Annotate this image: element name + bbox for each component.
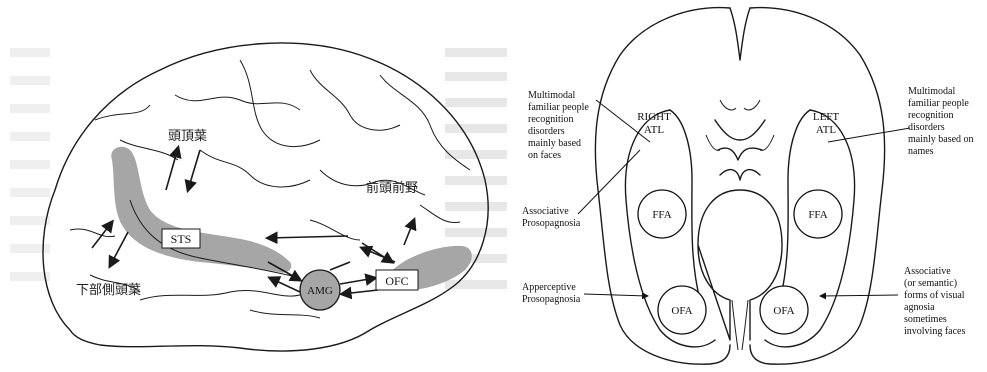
arrow-ofc-back	[362, 248, 395, 262]
svg-text:Multimodal: Multimodal	[908, 86, 955, 97]
svg-text:mainly based on: mainly based on	[908, 134, 974, 145]
annotation-top-right: Multimodal familiar people recognition d…	[908, 86, 974, 157]
annotation-mid-left: Associative Prosopagnosia	[522, 206, 581, 229]
brain-outline	[43, 43, 488, 351]
svg-text:Prosopagnosia: Prosopagnosia	[522, 294, 581, 305]
right-atl-line1: RIGHT	[637, 111, 671, 123]
svg-text:mainly based: mainly based	[528, 138, 581, 149]
midline	[730, 8, 750, 60]
amg-label: AMG	[307, 285, 333, 297]
ofa-right-label: OFA	[671, 305, 692, 317]
ofc-label: OFC	[385, 274, 408, 288]
lateral-brain-diagram: AMG OFC STS 頭頂葉 前頭前野 下部側頭葉	[0, 0, 510, 372]
svg-text:Multimodal: Multimodal	[528, 90, 575, 101]
pointer-mid-left	[578, 150, 640, 214]
svg-text:disorders: disorders	[908, 122, 945, 133]
arrow-from-inferior-temporal	[110, 232, 128, 266]
svg-text:(or semantic): (or semantic)	[904, 278, 957, 289]
svg-text:familiar people: familiar people	[528, 102, 589, 113]
arrow-to-inferior-temporal	[92, 222, 112, 248]
pointer-lines	[578, 100, 910, 296]
svg-text:familiar people: familiar people	[908, 98, 969, 109]
prefrontal-label: 前頭前野	[366, 180, 418, 196]
parietal-label: 頭頂葉	[168, 129, 207, 144]
ventral-brain-diagram: FFA FFA OFA OFA RIGHT ATL LEFT ATL Multi…	[510, 0, 987, 372]
lateral-brain-svg: AMG OFC STS 頭頂葉 前頭前野 下部側頭葉	[0, 0, 510, 372]
sts-region	[111, 147, 291, 273]
svg-text:Prosopagnosia: Prosopagnosia	[522, 218, 581, 229]
sts-label: STS	[171, 232, 192, 246]
right-atl-line2: ATL	[644, 124, 664, 136]
ffa-left-label: FFA	[808, 209, 827, 221]
pointer-bottom-right	[820, 295, 898, 296]
ventral-brain-svg: FFA FFA OFA OFA RIGHT ATL LEFT ATL Multi…	[510, 0, 987, 372]
svg-text:Associative: Associative	[904, 266, 951, 277]
svg-text:disorders: disorders	[528, 126, 565, 137]
optic-chiasm	[715, 120, 765, 180]
annotation-top-left: Multimodal familiar people recognition d…	[528, 90, 589, 161]
pointer-bottom-left	[584, 294, 648, 296]
svg-text:agnosia: agnosia	[904, 302, 935, 313]
svg-text:names: names	[908, 146, 934, 157]
svg-text:Apperceptive: Apperceptive	[522, 282, 576, 293]
svg-text:on faces: on faces	[528, 150, 561, 161]
left-atl-line2: ATL	[816, 124, 836, 136]
left-atl-line1: LEFT	[813, 111, 840, 123]
lower-midline	[732, 300, 748, 350]
ffa-right-label: FFA	[652, 209, 671, 221]
central-contours	[706, 100, 774, 150]
svg-text:Associative: Associative	[522, 206, 569, 217]
svg-text:sometimes: sometimes	[904, 314, 947, 325]
svg-text:recognition: recognition	[908, 110, 954, 121]
arrow-from-parietal	[188, 150, 200, 190]
arrow-amg-to-sts	[270, 278, 300, 292]
svg-text:forms of visual: forms of visual	[904, 290, 965, 301]
arrow-amg-to-ofc	[340, 278, 375, 284]
ofa-left-label: OFA	[773, 305, 794, 317]
arrow-tick	[330, 262, 350, 270]
inferior-temporal-label: 下部側頭葉	[76, 283, 141, 298]
arrow-to-prefrontal	[404, 220, 414, 245]
arrow-ofc-to-amg	[342, 290, 378, 294]
annotation-bottom-right: Associative (or semantic) forms of visua…	[904, 266, 965, 337]
arrow-ofc-to-sts	[268, 236, 348, 238]
svg-text:involving faces: involving faces	[904, 326, 965, 337]
svg-text:recognition: recognition	[528, 114, 574, 125]
annotation-bottom-left: Apperceptive Prosopagnosia	[522, 282, 581, 305]
